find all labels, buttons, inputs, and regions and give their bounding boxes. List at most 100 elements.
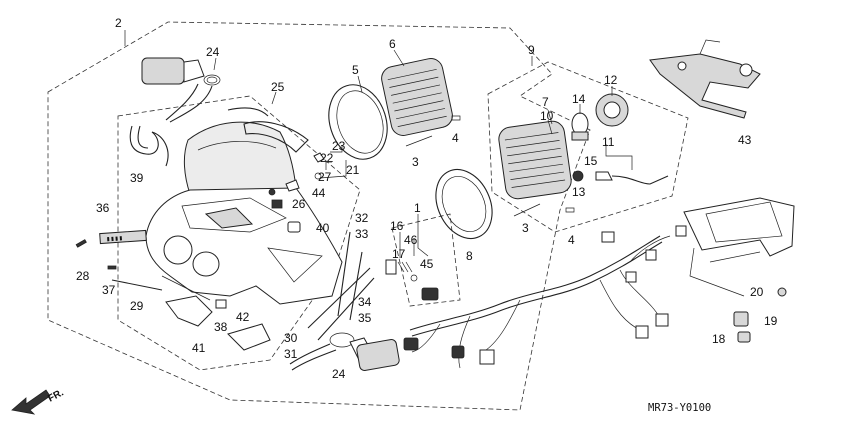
callout-7: 7	[542, 95, 549, 109]
callout-2: 2	[115, 16, 122, 30]
callout-16: 16	[390, 219, 404, 233]
callout-9: 9	[528, 43, 535, 57]
callout-38: 38	[214, 320, 228, 334]
callout-21: 21	[346, 163, 360, 177]
fairing-group-outline	[117, 95, 361, 371]
callout-30: 30	[284, 331, 298, 345]
callout-10: 10	[540, 109, 554, 123]
callout-19: 19	[764, 314, 778, 328]
callout-29: 29	[130, 299, 144, 313]
callout-1: 1	[414, 201, 421, 215]
mount-bracket-part	[129, 125, 169, 167]
grommet-part	[268, 188, 276, 196]
front-direction-arrow: FR.	[11, 387, 66, 415]
relay-18-part	[737, 331, 751, 343]
relay-bracket-part	[385, 259, 439, 301]
strip-28-part	[75, 239, 87, 248]
callout-5: 5	[352, 63, 359, 77]
callout-28: 28	[76, 269, 90, 283]
callout-32: 32	[355, 211, 369, 225]
callout-24-upper: 24	[206, 45, 220, 59]
grommet-20-part	[777, 287, 787, 297]
callout-15: 15	[584, 154, 598, 168]
callout-40: 40	[316, 221, 330, 235]
callout-leader-lines	[124, 30, 633, 258]
inner-panel-41-part	[165, 295, 213, 327]
front-fairing-body-part	[145, 187, 343, 305]
strip-34-part	[307, 267, 371, 329]
cushion-part	[313, 152, 325, 163]
bulb-13-part	[572, 170, 584, 182]
callout-17: 17	[392, 247, 406, 261]
callout-35: 35	[358, 311, 372, 325]
inner-panel-42-part	[227, 323, 271, 351]
relay-19-part	[733, 311, 749, 327]
callout-4-lower: 4	[568, 233, 575, 247]
bulb-14-part	[571, 112, 589, 141]
callout-45: 45	[420, 257, 434, 271]
screw-3-upper-part	[405, 135, 433, 147]
callout-34: 34	[358, 295, 372, 309]
socket-15-part	[595, 171, 669, 185]
callout-37: 37	[102, 283, 116, 297]
headlight-bracket-43-part	[649, 39, 761, 119]
screw-3-lower-part	[513, 203, 541, 217]
strip-33-part	[349, 251, 363, 321]
rear-tray-part	[683, 197, 795, 297]
wire-harness-part	[403, 225, 687, 369]
callout-27: 27	[318, 170, 332, 184]
callout-11: 11	[602, 135, 615, 149]
headlight-rim-8-part	[435, 169, 493, 239]
callout-6: 6	[389, 37, 396, 51]
headlight-unit-7-part	[498, 120, 572, 200]
callout-23: 23	[332, 139, 346, 153]
strip-37-part	[107, 265, 117, 270]
diagram-reference-code: MR73-Y0100	[648, 402, 711, 414]
callout-13: 13	[572, 185, 586, 199]
callout-26: 26	[292, 197, 306, 211]
callout-3-lower: 3	[522, 221, 529, 235]
callout-14: 14	[572, 92, 586, 106]
callout-25: 25	[271, 80, 285, 94]
callout-31: 31	[284, 347, 298, 361]
callout-20: 20	[750, 285, 764, 299]
headlight-unit-6-part	[381, 58, 453, 136]
headlight-rim-5-part	[328, 84, 388, 160]
callout-46: 46	[404, 233, 418, 247]
strip-29-part	[111, 279, 163, 291]
clip-38-part	[215, 299, 227, 309]
headlight-group-outline	[487, 61, 689, 233]
callout-8: 8	[466, 249, 473, 263]
front-direction-label: FR.	[46, 387, 66, 404]
nut-part	[285, 179, 300, 192]
screw-part	[314, 172, 322, 180]
socket-12-part	[595, 93, 629, 127]
spring-4-upper-part	[451, 115, 461, 121]
callout-39: 39	[130, 171, 144, 185]
svg-text:▮▮▮▮: ▮▮▮▮	[106, 234, 123, 243]
strip-35-part	[317, 277, 375, 341]
callout-22: 22	[320, 151, 334, 165]
callout-43: 43	[738, 133, 752, 147]
callout-42: 42	[236, 310, 250, 324]
callout-numbers: 2 24 25 5 6 9 12 7 14 10 11 15 13 4 3 23…	[76, 16, 778, 381]
clip-part	[287, 221, 301, 233]
callout-44: 44	[312, 186, 326, 200]
callout-41: 41	[192, 341, 206, 355]
emblem-part: ▮▮▮▮	[99, 229, 147, 245]
callout-12: 12	[604, 73, 618, 87]
strip-32-part	[337, 231, 351, 317]
callout-18: 18	[712, 332, 726, 346]
callout-36: 36	[96, 201, 110, 215]
turn-signal-lower-part	[289, 332, 400, 371]
callout-33: 33	[355, 227, 369, 241]
callout-3-upper: 3	[412, 155, 419, 169]
turn-signal-upper-part	[141, 57, 221, 123]
bracket-group-outline	[391, 213, 461, 307]
callout-4-upper: 4	[452, 131, 459, 145]
assembly-outline	[47, 21, 591, 411]
spring-4-lower-part	[565, 207, 575, 213]
upper-cowl-windscreen-part	[183, 107, 309, 197]
